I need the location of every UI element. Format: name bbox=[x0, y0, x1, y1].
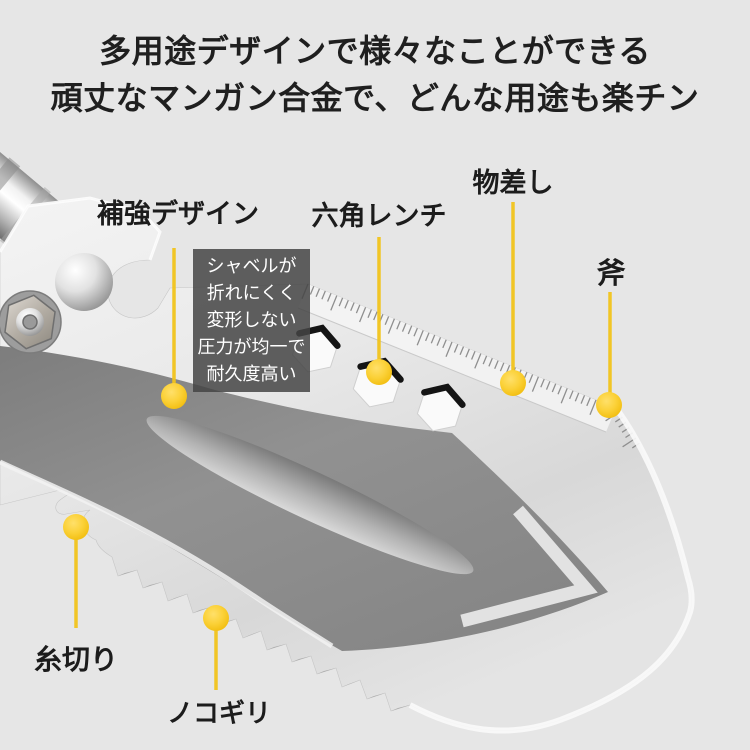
saw-dot bbox=[203, 605, 229, 631]
arrow-chevron-cut bbox=[460, 505, 598, 628]
hinge-dome bbox=[55, 253, 113, 311]
ruler-dot bbox=[500, 370, 526, 396]
ruler-inner-line bbox=[297, 307, 607, 433]
callout-dots bbox=[63, 359, 622, 631]
thread-cutter-dot bbox=[63, 514, 89, 540]
tooltip-line-1: シャベルが bbox=[206, 256, 297, 276]
callout-label-ruler: 物差し bbox=[472, 168, 554, 198]
callout-lines bbox=[74, 202, 612, 690]
headline-line-2: 頑丈なマンガン合金で、どんな用途も楽チン bbox=[50, 80, 700, 116]
callout-label-reinforced-design: 補強デザイン bbox=[97, 199, 259, 229]
reinforced-dot bbox=[161, 383, 187, 409]
blade-edge-bevel bbox=[408, 406, 695, 734]
tooltip-line-5: 耐久度高い bbox=[206, 364, 297, 384]
feature-tooltip-box: シャベルが 折れにくく 変形しない 圧力が均一で 耐久度高い bbox=[193, 249, 310, 392]
callout-label-hex-wrench: 六角レンチ bbox=[311, 201, 447, 231]
tooltip-line-4: 圧力が均一で bbox=[197, 337, 306, 357]
hex-wrench-dot bbox=[366, 359, 392, 385]
hex-hole-3 bbox=[416, 383, 466, 432]
callout-label-axe: 斧 bbox=[596, 258, 626, 290]
fold-highlight-streak bbox=[0, 459, 334, 649]
tooltip-line-2: 折れにくく bbox=[206, 283, 297, 303]
hinge-nut bbox=[4, 294, 56, 350]
callout-label-saw: ノコギリ bbox=[166, 698, 272, 728]
blade-rib-highlight bbox=[146, 415, 474, 575]
headline-line-1: 多用途デザインで様々なことができる bbox=[99, 33, 651, 69]
tooltip-line-3: 変形しない bbox=[206, 310, 297, 330]
bracket-edge-highlight bbox=[0, 196, 162, 261]
axe-dot bbox=[596, 392, 622, 418]
callout-label-thread-cutter: 糸切り bbox=[33, 644, 119, 675]
